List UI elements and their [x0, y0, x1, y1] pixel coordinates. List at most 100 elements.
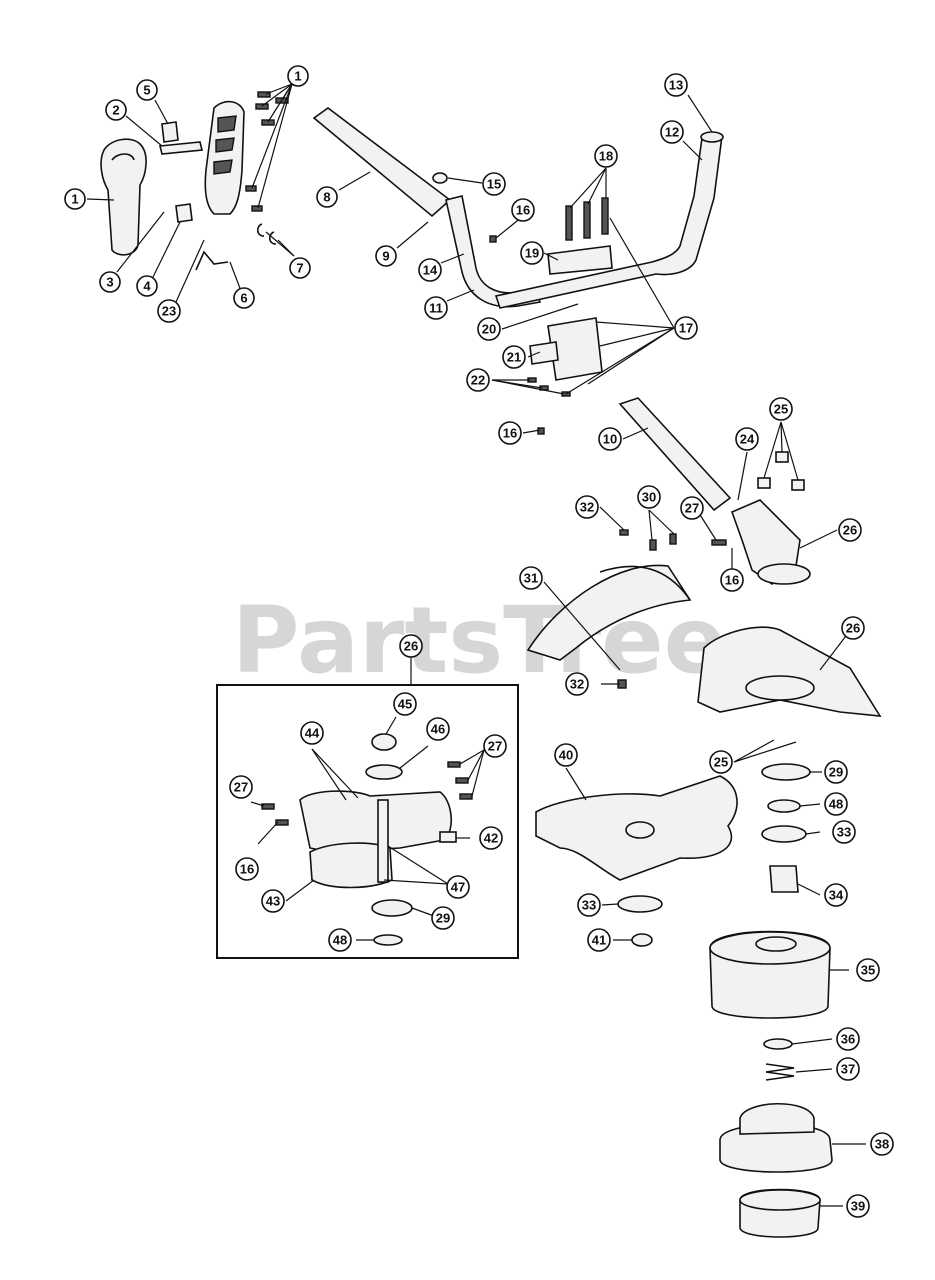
callout-label: 26 [843, 523, 857, 538]
callout-label: 15 [487, 177, 501, 192]
callout-bubble: 29 [824, 760, 848, 784]
callout-label: 47 [451, 880, 465, 895]
callout-bubble: 38 [870, 1132, 894, 1156]
callout-label: 40 [559, 748, 573, 763]
callout-label: 48 [333, 933, 347, 948]
callout-bubble: 45 [393, 692, 417, 716]
callout-label: 37 [841, 1062, 855, 1077]
callout-bubble: 16 [235, 857, 259, 881]
callout-bubble: 17 [674, 316, 698, 340]
callout-label: 24 [740, 432, 755, 447]
callout-bubble: 48 [824, 792, 848, 816]
callout-bubble: 1 [64, 188, 86, 210]
detail-frame [216, 684, 519, 959]
callout-label: 33 [837, 825, 851, 840]
callout-bubble: 23 [157, 299, 181, 323]
callout-label: 7 [296, 261, 303, 276]
callout-bubble: 19 [520, 241, 544, 265]
callout-bubble: 3 [99, 271, 121, 293]
callout-bubble: 43 [261, 889, 285, 913]
callout-bubble: 21 [502, 345, 526, 369]
callout-bubble: 39 [846, 1194, 870, 1218]
callout-label: 34 [829, 888, 844, 903]
gearhead-guard-assembly [526, 451, 882, 717]
callout-bubble: 32 [575, 495, 599, 519]
callout-label: 29 [829, 765, 843, 780]
callout-label: 32 [570, 677, 584, 692]
shaft-handlebar-assembly [312, 107, 732, 512]
callout-label: 13 [669, 78, 683, 93]
callout-label: 3 [106, 275, 113, 290]
callout-bubble: 5 [136, 79, 158, 101]
callout-bubble: 25 [709, 750, 733, 774]
callout-label: 27 [488, 739, 502, 754]
callout-bubble: 46 [426, 717, 450, 741]
callout-label: 1 [71, 192, 78, 207]
callout-bubble: 16 [720, 568, 744, 592]
callout-bubble: 12 [660, 120, 684, 144]
callout-bubble: 25 [769, 397, 793, 421]
callout-bubble: 29 [431, 906, 455, 930]
callout-bubble: 48 [328, 928, 352, 952]
callout-label: 16 [503, 426, 517, 441]
callout-bubble: 32 [565, 672, 589, 696]
callout-label: 17 [679, 321, 693, 336]
callout-bubble: 16 [511, 198, 535, 222]
callout-bubble: 13 [664, 73, 688, 97]
callout-bubble: 27 [229, 775, 253, 799]
callout-bubble: 4 [136, 275, 158, 297]
callout-label: 12 [665, 125, 679, 140]
callout-label: 22 [471, 373, 485, 388]
callout-bubble: 36 [836, 1027, 860, 1051]
callout-bubble: 10 [598, 427, 622, 451]
callout-label: 9 [382, 249, 389, 264]
callout-label: 16 [725, 573, 739, 588]
callout-bubble: 24 [735, 427, 759, 451]
callout-label: 27 [234, 780, 248, 795]
callout-label: 21 [507, 350, 521, 365]
callouts: 1 2 5 1 3 4 23 6 7 8 9 14 11 15 16 18 19… [64, 65, 894, 1218]
callout-bubble: 47 [446, 875, 470, 899]
callout-bubble: 2 [105, 99, 127, 121]
callout-bubble: 8 [316, 186, 338, 208]
callout-label: 36 [841, 1032, 855, 1047]
callout-label: 33 [582, 898, 596, 913]
callout-label: 32 [580, 500, 594, 515]
callout-label: 27 [685, 501, 699, 516]
callout-bubble: 27 [483, 734, 507, 758]
callout-label: 25 [774, 402, 788, 417]
callout-label: 43 [266, 894, 280, 909]
callout-label: 23 [162, 304, 176, 319]
callout-label: 18 [599, 149, 613, 164]
callout-bubble: 42 [479, 826, 503, 850]
callout-label: 26 [404, 639, 418, 654]
callout-bubble: 7 [289, 257, 311, 279]
callout-label: 35 [861, 963, 875, 978]
callout-bubble: 35 [856, 958, 880, 982]
callout-label: 41 [592, 933, 606, 948]
callout-label: 6 [240, 291, 247, 306]
callout-label: 31 [524, 571, 538, 586]
callout-bubble: 33 [577, 893, 601, 917]
callout-bubble: 9 [375, 245, 397, 267]
callout-label: 10 [603, 432, 617, 447]
callout-label: 20 [482, 322, 496, 337]
callout-bubble: 1 [287, 65, 309, 87]
callout-bubble: 41 [587, 928, 611, 952]
callout-bubble: 20 [477, 317, 501, 341]
callout-label: 39 [851, 1199, 865, 1214]
callout-label: 25 [714, 755, 728, 770]
callout-label: 26 [846, 621, 860, 636]
callout-label: 48 [829, 797, 843, 812]
callout-bubble: 34 [824, 883, 848, 907]
callout-label: 4 [143, 279, 151, 294]
callout-label: 16 [516, 203, 530, 218]
callout-label: 29 [436, 911, 450, 926]
callout-bubble: 15 [482, 172, 506, 196]
callout-bubble: 6 [233, 287, 255, 309]
detail-box-callout: 26 [399, 634, 423, 658]
callout-bubble: 26 [841, 616, 865, 640]
callout-label: 38 [875, 1137, 889, 1152]
callout-label: 8 [323, 190, 330, 205]
